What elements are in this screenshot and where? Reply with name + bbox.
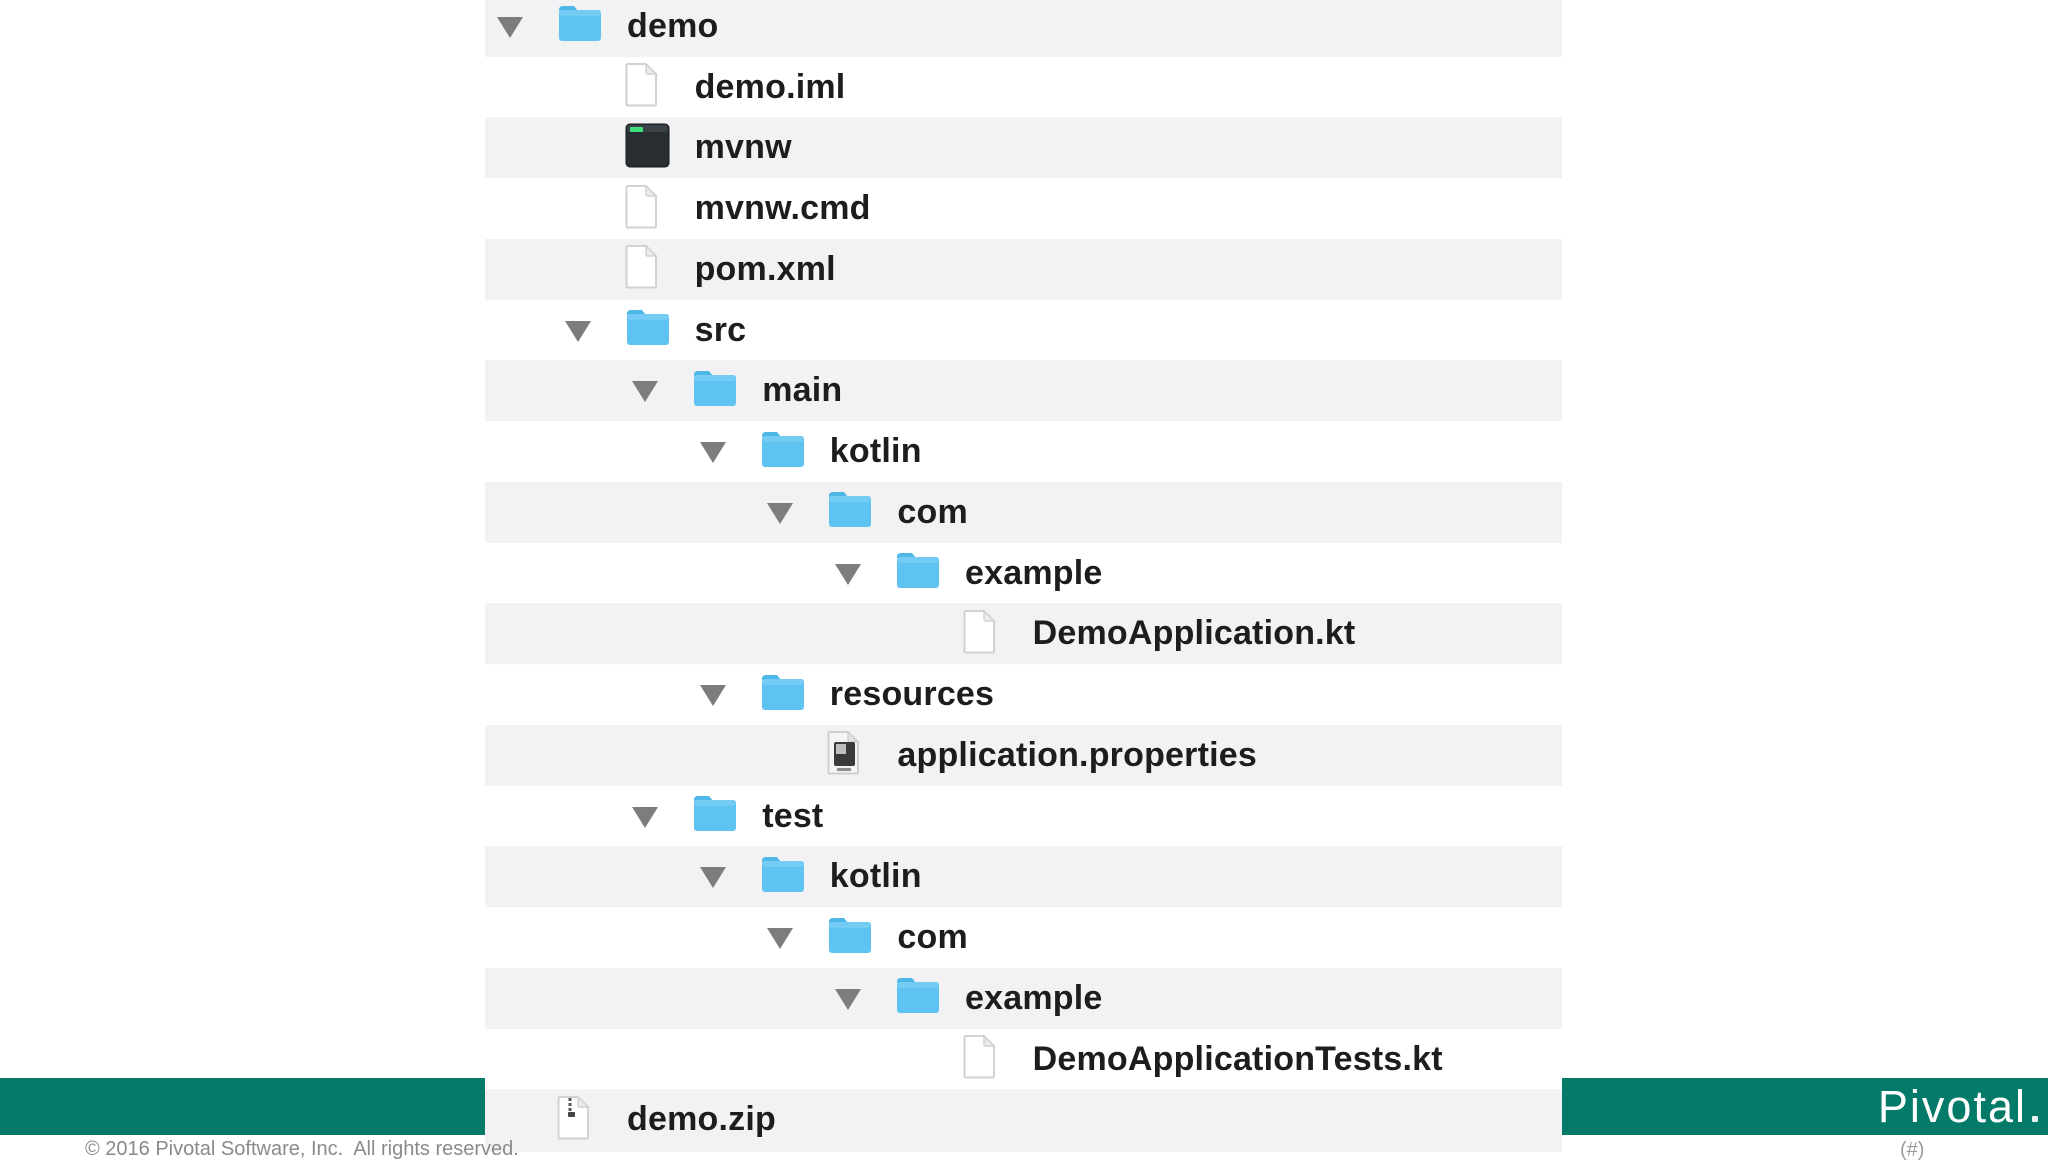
tree-row[interactable]: pom.xml <box>485 239 1562 300</box>
disclosure-triangle-icon[interactable] <box>632 806 659 828</box>
tree-row[interactable]: kotlin <box>485 847 1562 908</box>
folder-icon <box>692 794 738 838</box>
document-icon <box>625 183 659 234</box>
disclosure-triangle-icon[interactable] <box>632 381 659 403</box>
folder-icon <box>895 976 941 1020</box>
folder-icon <box>625 308 671 352</box>
tree-row-label: kotlin <box>829 857 922 896</box>
folder-icon <box>760 430 806 474</box>
copyright-text: © 2016 Pivotal Software, Inc. All rights… <box>85 1138 519 1160</box>
tree-row[interactable]: com <box>485 482 1562 543</box>
tree-row-label: DemoApplication.kt <box>1032 614 1356 653</box>
tree-row[interactable]: mvnw <box>485 118 1562 179</box>
tree-row-label: demo <box>627 6 719 45</box>
document-icon <box>963 609 997 659</box>
tree-row[interactable]: example <box>485 968 1562 1029</box>
folder-icon <box>827 916 873 960</box>
file-tree-rows: demo demo.iml mvnw mvnw.cmd <box>485 0 1562 1150</box>
disclosure-triangle-icon[interactable] <box>835 988 861 1010</box>
folder-icon <box>692 369 738 413</box>
tree-row[interactable]: test <box>485 786 1562 847</box>
pivotal-logo-text: Pivotal <box>1877 1080 2027 1132</box>
tree-row[interactable]: DemoApplicationTests.kt <box>485 1029 1562 1090</box>
tree-row-label: resources <box>829 675 995 714</box>
tree-row[interactable]: resources <box>485 664 1562 725</box>
disclosure-triangle-icon[interactable] <box>699 867 726 889</box>
disclosure-triangle-icon[interactable] <box>497 16 523 38</box>
document-icon <box>625 62 659 112</box>
tree-row-label: com <box>897 492 968 531</box>
tree-row[interactable]: main <box>485 361 1562 422</box>
folder-icon <box>895 551 941 595</box>
disclosure-triangle-icon[interactable] <box>767 928 794 950</box>
tree-row[interactable]: DemoApplication.kt <box>485 604 1562 665</box>
tree-row-label: pom.xml <box>694 249 836 288</box>
folder-icon <box>760 673 806 717</box>
tree-row[interactable]: com <box>485 907 1562 968</box>
tree-row[interactable]: demo <box>485 0 1562 57</box>
tree-row-label: DemoApplicationTests.kt <box>1032 1039 1443 1078</box>
tree-row[interactable]: example <box>485 543 1562 604</box>
document-icon <box>625 244 659 294</box>
folder-icon <box>827 490 873 534</box>
document-icon <box>963 1034 997 1084</box>
pivotal-logo: Pivotal <box>1878 1081 2038 1133</box>
tree-row[interactable]: demo.iml <box>485 57 1562 118</box>
file-tree-panel: demo demo.iml mvnw mvnw.cmd <box>485 0 1562 1152</box>
tree-row[interactable]: src <box>485 300 1562 361</box>
tree-row-label: example <box>965 553 1103 592</box>
pivotal-logo-dot-icon <box>2032 1115 2038 1122</box>
folder-icon <box>557 4 603 48</box>
tree-row[interactable]: application.properties <box>485 725 1562 786</box>
tree-row-label: mvnw.cmd <box>694 189 871 228</box>
disclosure-triangle-icon[interactable] <box>564 320 591 342</box>
zip-file-icon <box>557 1095 591 1145</box>
disclosure-triangle-icon[interactable] <box>699 442 726 464</box>
tree-row-label: example <box>965 978 1103 1017</box>
terminal-file-icon <box>625 123 670 173</box>
tree-row-label: kotlin <box>829 432 922 471</box>
tree-row-label: test <box>762 796 824 835</box>
properties-file-icon <box>827 730 861 780</box>
tree-row[interactable]: mvnw.cmd <box>485 178 1562 239</box>
slide-number-placeholder: (#) <box>1900 1139 1925 1161</box>
disclosure-triangle-icon[interactable] <box>835 563 861 585</box>
disclosure-triangle-icon[interactable] <box>699 685 726 707</box>
tree-row-label: application.properties <box>897 735 1257 774</box>
tree-row-label: src <box>694 310 747 349</box>
tree-row-label: main <box>762 371 843 410</box>
tree-row-label: mvnw <box>694 128 792 167</box>
tree-row[interactable]: demo.zip <box>485 1090 1562 1151</box>
tree-row-label: com <box>897 918 968 957</box>
disclosure-triangle-icon[interactable] <box>767 502 794 524</box>
folder-icon <box>760 855 806 899</box>
tree-row[interactable]: kotlin <box>485 421 1562 482</box>
tree-row-label: demo.zip <box>627 1100 776 1139</box>
tree-row-label: demo.iml <box>694 67 846 106</box>
